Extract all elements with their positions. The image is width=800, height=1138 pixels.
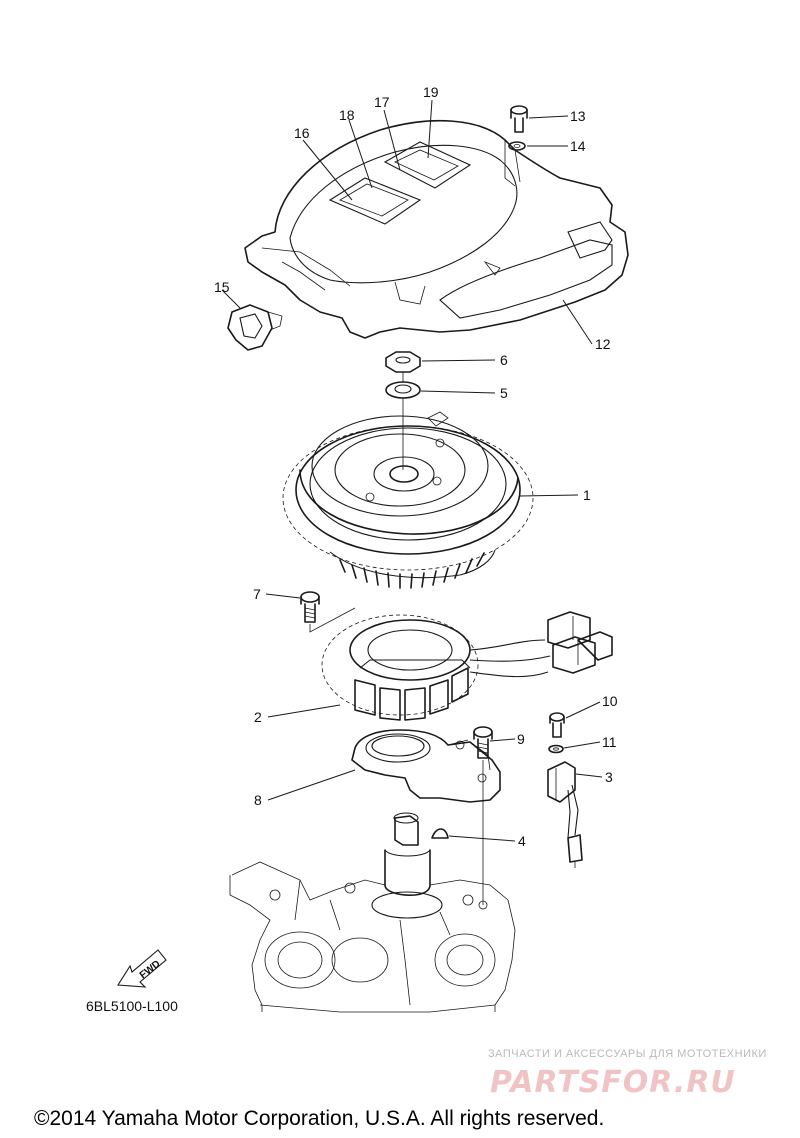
callout-10: 10 (602, 693, 618, 709)
callout-19: 19 (423, 84, 439, 100)
clip-15 (227, 304, 283, 351)
bolt-9 (473, 726, 493, 759)
woodruff-key-4 (431, 828, 449, 839)
stator-2 (321, 611, 613, 721)
callout-12: 12 (595, 336, 611, 352)
bolt-7 (300, 591, 320, 623)
leader-lines (221, 99, 603, 842)
watermark-tagline: ЗАПЧАСТИ И АКСЕССУАРЫ ДЛЯ МОТОТЕХНИКИ (488, 1048, 767, 1060)
copyright-text: ©2014 Yamaha Motor Corporation, U.S.A. A… (34, 1107, 604, 1130)
callout-18: 18 (339, 107, 355, 123)
washer-14 (508, 141, 526, 151)
bolt-13 (510, 105, 528, 133)
callout-11: 11 (602, 734, 617, 750)
callout-4: 4 (518, 833, 526, 849)
flywheel-cover (244, 119, 629, 339)
callout-15: 15 (214, 279, 230, 295)
callout-5: 5 (500, 385, 508, 401)
callout-14: 14 (570, 138, 586, 154)
bolt-7-axis (309, 607, 356, 633)
fwd-arrow-icon: FWD (117, 949, 167, 988)
callout-16: 16 (294, 125, 310, 141)
callout-3: 3 (605, 769, 613, 785)
callout-8: 8 (254, 792, 262, 808)
callout-1: 1 (583, 487, 591, 503)
callout-7: 7 (253, 586, 261, 602)
pulser-coil-3 (547, 761, 583, 868)
callout-9: 9 (517, 731, 525, 747)
bolt-10 (549, 712, 565, 738)
watermark-brand: PARTSFOR.RU (490, 1065, 736, 1100)
callout-numbers: 13 14 19 17 18 16 15 12 6 5 1 7 2 8 9 10… (214, 84, 618, 849)
diagram-code: 6BL5100-L100 (86, 998, 178, 1014)
callout-2: 2 (254, 709, 262, 725)
nut-6 (385, 351, 421, 373)
engine-block (229, 812, 516, 1013)
callout-17: 17 (374, 94, 390, 110)
flywheel-1 (282, 411, 534, 589)
washer-5 (385, 381, 421, 399)
washer-11 (548, 744, 564, 754)
callout-13: 13 (570, 108, 586, 124)
callout-6: 6 (500, 352, 508, 368)
fwd-label: FWD (138, 959, 163, 982)
